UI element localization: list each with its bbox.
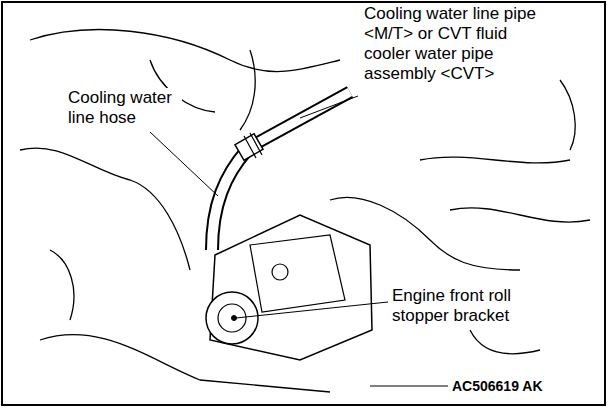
part-label: Cooling water line pipe <M/T> or CVT flu… [362, 4, 541, 84]
part-label: Cooling water line hose [66, 88, 182, 128]
frame [2, 2, 605, 405]
figure-code: AC506619 AK [450, 378, 545, 394]
leader-lines [150, 96, 448, 386]
bracket-shape [206, 215, 372, 360]
hose-and-pipe [212, 92, 350, 250]
part-label: Engine front roll stopper bracket [390, 286, 559, 326]
